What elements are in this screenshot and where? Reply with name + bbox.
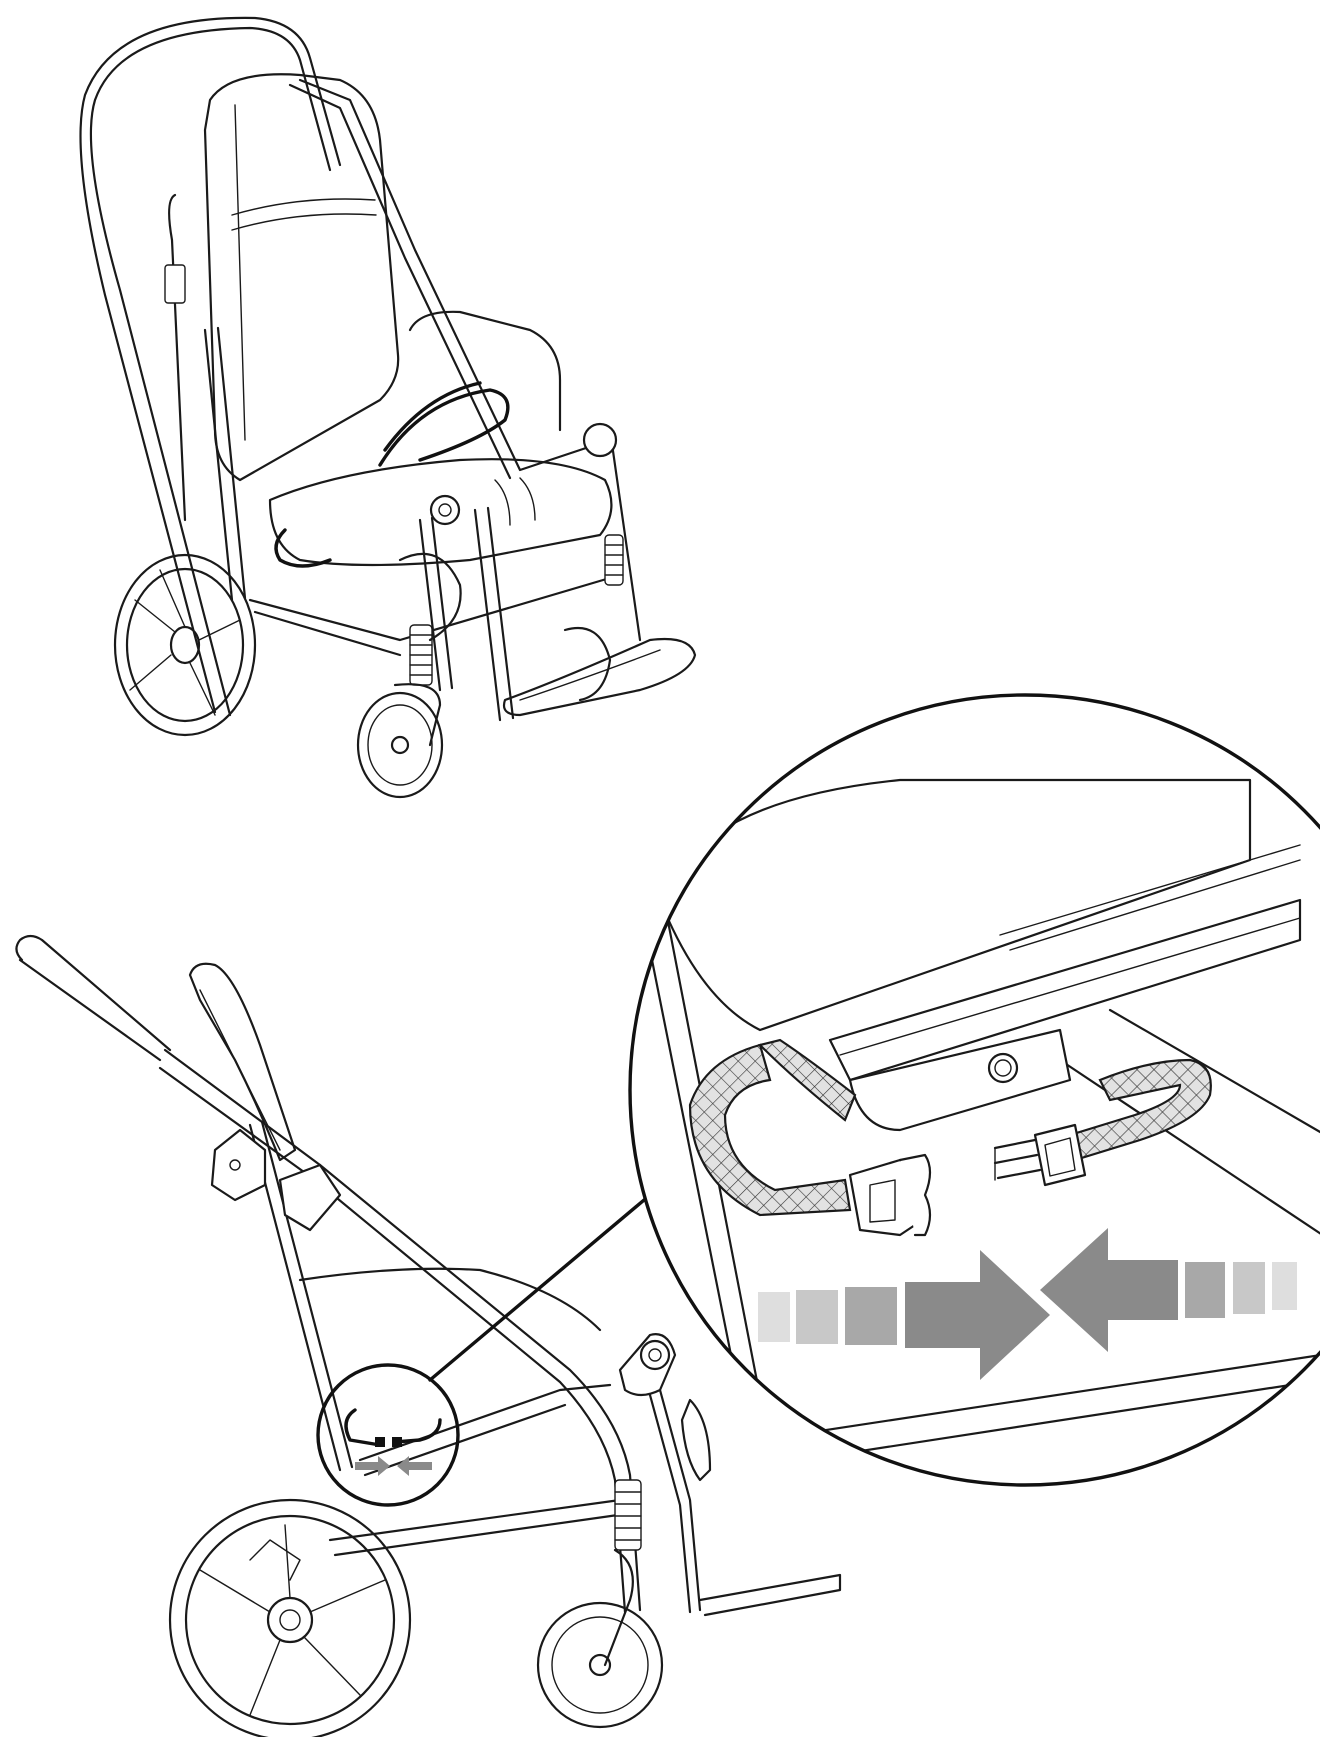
arrow-push-left — [1040, 1228, 1297, 1352]
side-clamp — [164, 264, 186, 304]
front-upright — [418, 518, 442, 692]
webbing-strap-right — [1068, 1058, 1212, 1162]
zoom-rail-groove-2 — [1009, 859, 1301, 951]
side-rear-upright-2 — [260, 1120, 354, 1469]
stroller-front-view — [79, 16, 697, 799]
seat-belt-strap-top — [378, 388, 510, 467]
buckle-male-half — [848, 1153, 932, 1237]
front-caster-wheel — [356, 683, 444, 799]
footplate-inner — [519, 649, 661, 701]
suspension-spring-right — [604, 534, 624, 586]
lower-side-frame-2 — [333, 1512, 627, 1557]
armrest-pivot — [582, 422, 618, 458]
side-front-caster — [536, 1548, 664, 1729]
zoom-seat-rail — [828, 898, 1302, 1082]
mini-arrow-left — [397, 1456, 432, 1476]
buckle-female-half — [993, 1123, 1087, 1187]
rear-wheel — [113, 553, 257, 737]
footplate-side — [698, 1573, 842, 1617]
footplate — [502, 637, 697, 717]
backrest-seam — [234, 104, 246, 441]
lower-frame-tube — [248, 573, 622, 642]
backrest — [203, 73, 400, 482]
armrest — [408, 310, 562, 432]
side-frame-rail — [298, 78, 612, 472]
mini-buckle-female — [392, 1437, 402, 1447]
stroller-side-view — [15, 934, 842, 1737]
backrest-headrest-band — [231, 198, 376, 216]
calf-pad — [680, 1398, 712, 1482]
seat-cushion — [268, 458, 613, 567]
push-handle-tube-2 — [158, 1066, 627, 1614]
callout-leader-line — [428, 1193, 652, 1382]
footrest-frame-2 — [486, 506, 515, 720]
armrest-pivot-side — [618, 1333, 677, 1397]
arrow-push-right — [758, 1250, 1050, 1380]
side-seat-outline — [298, 1267, 602, 1332]
buckle-detail-callout — [628, 693, 1320, 1487]
pivot-joint — [429, 494, 461, 526]
push-handle-grip — [18, 958, 162, 1062]
seat-rail-2 — [363, 1403, 567, 1477]
webbing-strap-left — [688, 1043, 852, 1217]
seat-contour-1 — [494, 479, 511, 526]
webbing-strap-left-loop — [757, 1038, 857, 1122]
front-caster-far — [563, 626, 612, 702]
footrest-frame-right — [608, 428, 642, 642]
side-backrest — [188, 962, 297, 1162]
zoom-frame-floor-1 — [758, 1338, 1320, 1442]
push-handle-tube — [163, 1048, 642, 1612]
push-handle-bar — [15, 934, 172, 1052]
push-handle-inner — [79, 16, 342, 714]
seat-belt-strap-top-2 — [383, 381, 482, 452]
zoom-circle-border — [628, 693, 1320, 1487]
suspension-spring — [409, 624, 433, 686]
mini-arrow-right — [355, 1456, 390, 1476]
backrest-headrest-band-2 — [231, 213, 377, 231]
backrest-side-wing — [168, 193, 187, 522]
lower-frame-tube-2 — [253, 610, 402, 657]
side-rear-wheel — [168, 1498, 412, 1737]
frame-hinge-plate — [278, 1163, 342, 1232]
zoom-diagonal-rail-2 — [1108, 1008, 1320, 1192]
rear-upright-2 — [216, 326, 247, 600]
lower-side-frame — [328, 1498, 622, 1542]
seat-belt-strap-lower — [274, 528, 332, 568]
mini-belt-left — [344, 1408, 382, 1447]
footrest-frame — [473, 508, 502, 722]
side-suspension-spring — [614, 1479, 642, 1551]
push-handle — [89, 26, 332, 717]
buckle-callout-circle — [316, 1363, 460, 1507]
seat-contour-2 — [519, 477, 536, 521]
zoom-diagonal-rail — [1058, 1058, 1320, 1302]
mini-belt-right — [393, 1418, 442, 1444]
backrest-hinge-plate — [210, 1128, 267, 1202]
front-upright-2 — [430, 516, 454, 690]
zoom-rail-groove-3 — [999, 844, 1301, 936]
rear-upright — [203, 328, 234, 602]
rear-wheel-far — [398, 552, 462, 642]
side-backrest-edge — [199, 989, 281, 1151]
mini-buckle-male — [375, 1437, 385, 1447]
zoom-rail-groove — [839, 917, 1301, 1056]
footrest-leg-2 — [648, 1393, 692, 1614]
zoom-bolt — [987, 1052, 1019, 1084]
side-frame-rail-inner — [288, 83, 512, 480]
footrest-leg — [658, 1388, 702, 1612]
